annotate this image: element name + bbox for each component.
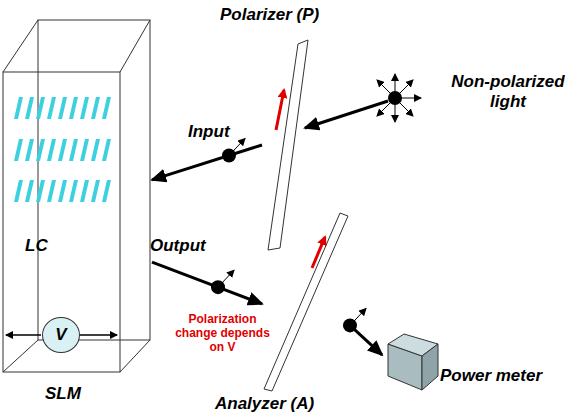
lc-molecule [58,97,67,119]
light-path [343,308,382,354]
voltage-source: V [42,317,80,353]
beam-dot [343,318,357,332]
polarizer-outline [262,38,316,252]
beam-line [152,262,262,304]
lc-molecule [91,97,100,119]
slm-cell: LC SLM V [2,18,152,408]
unpolarized-light-symbol [377,74,421,122]
lc-molecule [80,180,89,202]
lc-molecule [14,97,23,119]
lc-molecule [102,97,111,119]
voltage-label: V [55,325,66,345]
lc-molecule [91,180,100,202]
beam-dot [211,280,225,294]
transmission-axis [312,237,325,268]
lc-molecule [14,180,23,202]
lc-molecule [47,180,56,202]
light-ray [305,101,388,128]
lc-molecule [58,180,67,202]
lc-molecule [80,139,89,161]
lc-molecule [91,139,100,161]
lc-molecule [47,97,56,119]
polarization-note: Polarization change depends on V [170,312,275,354]
lc-molecule [25,139,34,161]
lc-molecule [58,139,67,161]
polarizer: Polarizer (P) [262,38,316,252]
polarizer-label: Polarizer (P) [220,5,319,25]
lc-molecule [25,180,34,202]
transmission-axis [276,90,284,130]
analyzer-label: Analyzer (A) [215,394,314,414]
light-path [152,138,262,179]
lc-molecule [80,97,89,119]
power-meter: Power meter [382,330,440,392]
slm-wireframe [3,20,150,372]
lc-molecule [14,139,23,161]
lc-label: LC [25,236,48,256]
beam-line [152,145,262,180]
light-path [152,262,262,304]
lc-molecule [36,139,45,161]
power-meter-outline [382,330,440,392]
beam-label: Output [150,236,206,256]
lc-molecule [102,139,111,161]
light-label: Non-polarized light [442,72,574,112]
lc-molecules [14,97,111,202]
analyzer: Analyzer (A) [262,212,350,392]
lc-molecule [25,97,34,119]
shape-face [264,213,348,391]
lc-molecule [69,97,78,119]
slm-label: SLM [45,384,81,404]
lc-molecule [36,97,45,119]
beam-label: Input [188,122,230,142]
lc-molecule [102,180,111,202]
analyzer-outline [262,212,350,392]
lc-molecule [47,139,56,161]
shape-face [422,344,438,390]
power-meter-label: Power meter [440,366,542,386]
lc-molecule [69,180,78,202]
beam-dot [222,148,236,162]
shape-face [268,40,308,250]
lc-molecule [36,180,45,202]
lc-molecule [69,139,78,161]
